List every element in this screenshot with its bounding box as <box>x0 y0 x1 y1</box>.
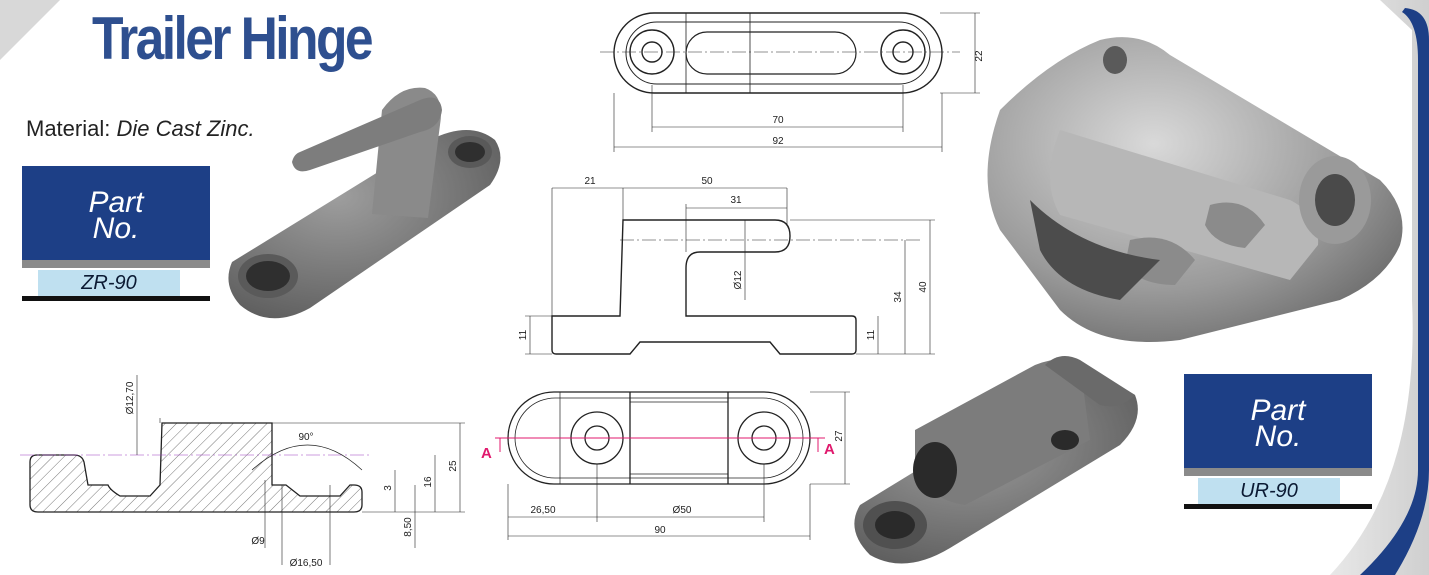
side-view-dim-31: 31 <box>730 195 742 206</box>
top-view-dim-92: 92 <box>772 136 784 147</box>
material-value: Die Cast Zinc. <box>116 116 255 141</box>
section-marker-a-right: A <box>824 441 835 458</box>
edge-decoration <box>1330 0 1429 575</box>
section-view-dim-dia12-70: Ø12,70 <box>125 381 136 414</box>
part-divider-right <box>1184 468 1372 476</box>
assembled-hinge-render <box>987 37 1403 343</box>
zr90-render <box>228 87 501 319</box>
plan-view-dim-26-50: 26,50 <box>530 505 555 516</box>
plan-view-dim-dia50: Ø50 <box>673 505 692 516</box>
part-code-right: UR-90 <box>1198 478 1340 504</box>
material-line: Material: Die Cast Zinc. <box>26 116 255 142</box>
side-view-dim-11-left: 11 <box>518 329 529 340</box>
section-marker-a-left: A <box>481 445 492 462</box>
page-title: Trailer Hinge <box>92 5 374 72</box>
section-view-dim-8-50: 8,50 <box>403 517 414 537</box>
part-underline-right <box>1184 504 1372 509</box>
section-view-dim-dia16-50: Ø16,50 <box>290 558 323 569</box>
section-view-dim-25: 25 <box>448 460 459 472</box>
part-divider-left <box>22 260 210 268</box>
part-underline-left <box>22 296 210 301</box>
part-number-box-left: Part No. <box>22 166 210 260</box>
plan-view-dim-27: 27 <box>834 430 845 442</box>
material-label: Material: <box>26 116 111 141</box>
section-view-dim-3: 3 <box>383 485 394 491</box>
side-view-dim-50: 50 <box>701 176 713 187</box>
plan-view-drawing <box>495 391 850 540</box>
blue-border <box>1360 8 1429 575</box>
section-view-dim-dia9: Ø9 <box>251 536 265 547</box>
section-view-dim-90deg: 90° <box>298 432 313 443</box>
plan-view-dim-90: 90 <box>654 525 666 536</box>
side-view-dim-dia12: Ø12 <box>733 270 744 289</box>
part-number-box-right: Part No. <box>1184 374 1372 468</box>
part-code-left: ZR-90 <box>38 270 180 296</box>
part-label-line2: No. <box>92 212 140 245</box>
part-label-line1: Part <box>1250 394 1306 427</box>
section-view-drawing <box>20 375 465 565</box>
part-label-line2: No. <box>1254 420 1302 453</box>
part-label-line1: Part <box>88 186 144 219</box>
corner-decoration <box>0 0 60 60</box>
top-view-dim-22: 22 <box>974 50 985 62</box>
ur90-render <box>854 356 1138 564</box>
top-view-drawing <box>600 12 980 152</box>
side-view-dim-11-right: 11 <box>866 329 877 340</box>
side-view-dim-40: 40 <box>918 281 929 293</box>
side-view-dim-21: 21 <box>584 176 596 187</box>
side-view-dim-34: 34 <box>893 291 904 303</box>
side-view-drawing <box>525 187 935 355</box>
top-view-dim-70: 70 <box>772 115 784 126</box>
section-view-dim-16: 16 <box>423 476 434 488</box>
